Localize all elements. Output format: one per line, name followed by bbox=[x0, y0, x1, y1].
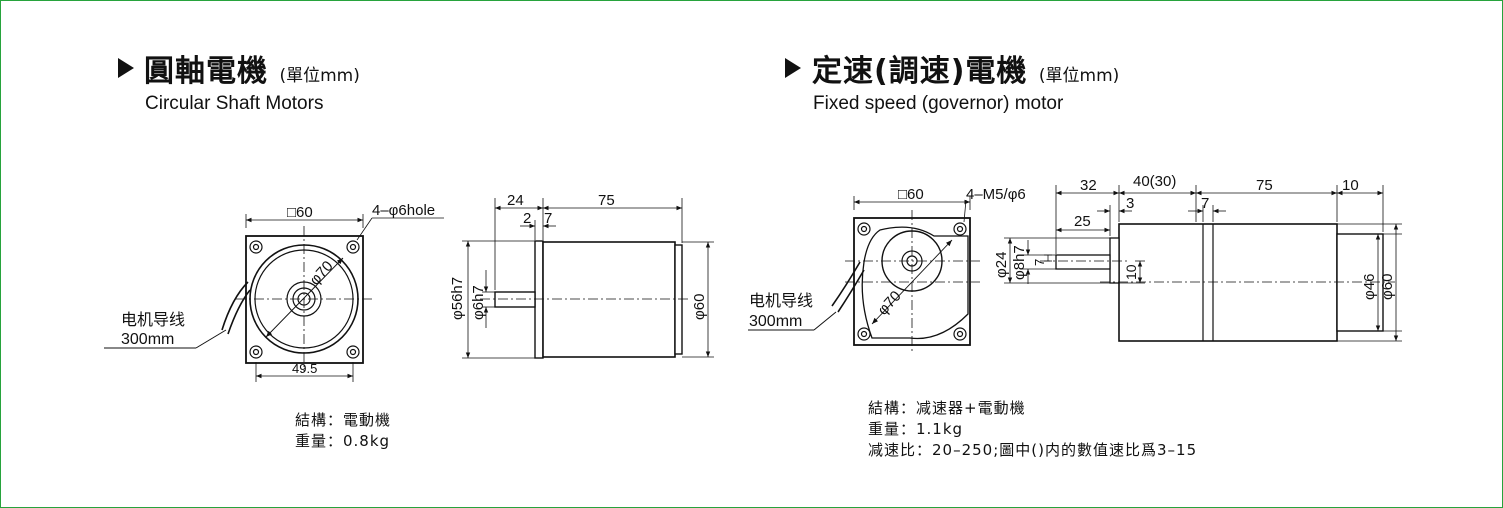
right-dim-10-top: 10 bbox=[1342, 177, 1359, 194]
right-dim-7-shaft: 7 bbox=[1032, 259, 1047, 266]
right-notes: 結構：减速器+電動機 重量：1.1kg 减速比：20–250;圖中()内的數值速… bbox=[868, 398, 1197, 461]
left-dim-24: 24 bbox=[507, 192, 524, 209]
right-dia-60: φ60 bbox=[1379, 274, 1396, 300]
left-front-labels: □60 4–φ6hole φ70 49.5 电机导线 300mm bbox=[121, 202, 435, 376]
right-dim-7: 7 bbox=[1201, 195, 1209, 212]
right-dia-8: φ8h7 bbox=[1011, 245, 1028, 280]
right-holes-dim: 4–M5/φ6 bbox=[966, 186, 1026, 203]
right-lead-label: 电机导线 bbox=[749, 292, 813, 310]
left-subtitle: Circular Shaft Motors bbox=[145, 93, 324, 114]
right-dim-3: 3 bbox=[1126, 195, 1134, 212]
left-dim-75: 75 bbox=[598, 192, 615, 209]
right-side-view bbox=[1004, 185, 1402, 342]
left-lead-length: 300mm bbox=[121, 331, 174, 348]
left-holes-dim: 4–φ6hole bbox=[372, 202, 435, 219]
right-note-structure: 結構：减速器+電動機 bbox=[868, 399, 1026, 417]
left-square-dim: □60 bbox=[287, 204, 313, 221]
right-note-weight: 重量：1.1kg bbox=[868, 420, 964, 438]
right-dim-75: 75 bbox=[1256, 177, 1273, 194]
right-title-text: 定速(調速)電機 bbox=[812, 54, 1028, 89]
left-dim-2: 2 bbox=[523, 210, 531, 227]
right-lead-length: 300mm bbox=[749, 313, 802, 330]
right-side-labels: 32 40(30) 75 10 3 25 7 φ24 φ8h7 7 10 φ46… bbox=[993, 173, 1396, 300]
right-dim-40: 40(30) bbox=[1133, 173, 1176, 190]
left-side-labels: 24 75 2 7 φ56h7 φ6h7 φ60 bbox=[449, 192, 708, 320]
left-title-text: 圓軸電機 bbox=[144, 54, 268, 89]
left-lead-label: 电机导线 bbox=[121, 311, 185, 329]
left-dim-7: 7 bbox=[544, 210, 552, 227]
right-title-unit: (單位mm) bbox=[1038, 66, 1120, 86]
right-square-dim: □60 bbox=[898, 186, 924, 203]
right-front-view bbox=[748, 196, 980, 354]
left-front-view bbox=[104, 214, 444, 382]
left-title: 圓軸電機 (單位mm) bbox=[144, 46, 360, 90]
right-dia-24: φ24 bbox=[993, 252, 1010, 278]
right-bullet-icon bbox=[785, 58, 801, 78]
left-title-unit: (單位mm) bbox=[279, 66, 360, 86]
right-subtitle: Fixed speed (governor) motor bbox=[813, 93, 1064, 114]
right-dim-32: 32 bbox=[1080, 177, 1097, 194]
right-note-ratio: 减速比：20–250;圖中()内的數值速比爲3–15 bbox=[868, 441, 1198, 459]
right-pcd-dim: φ70 bbox=[874, 288, 904, 319]
right-dia-46: φ46 bbox=[1361, 274, 1378, 300]
left-side-view bbox=[462, 198, 714, 359]
left-note-weight: 重量：0.8kg bbox=[295, 432, 391, 450]
left-note-structure: 結構：電動機 bbox=[295, 411, 392, 429]
left-dia-56: φ56h7 bbox=[449, 277, 466, 320]
left-dia-6: φ6h7 bbox=[470, 285, 487, 320]
left-bottom-dim: 49.5 bbox=[292, 361, 317, 376]
left-notes: 結構：電動機 重量：0.8kg bbox=[295, 410, 391, 452]
right-title: 定速(調速)電機 (單位mm) bbox=[812, 46, 1119, 90]
right-dim-25: 25 bbox=[1074, 213, 1091, 230]
right-dim-10-side: 10 bbox=[1123, 264, 1139, 280]
left-bullet-icon bbox=[118, 58, 134, 78]
left-dia-60: φ60 bbox=[691, 294, 708, 320]
right-front-labels: □60 4–M5/φ6 φ70 电机导线 300mm bbox=[749, 186, 1026, 330]
